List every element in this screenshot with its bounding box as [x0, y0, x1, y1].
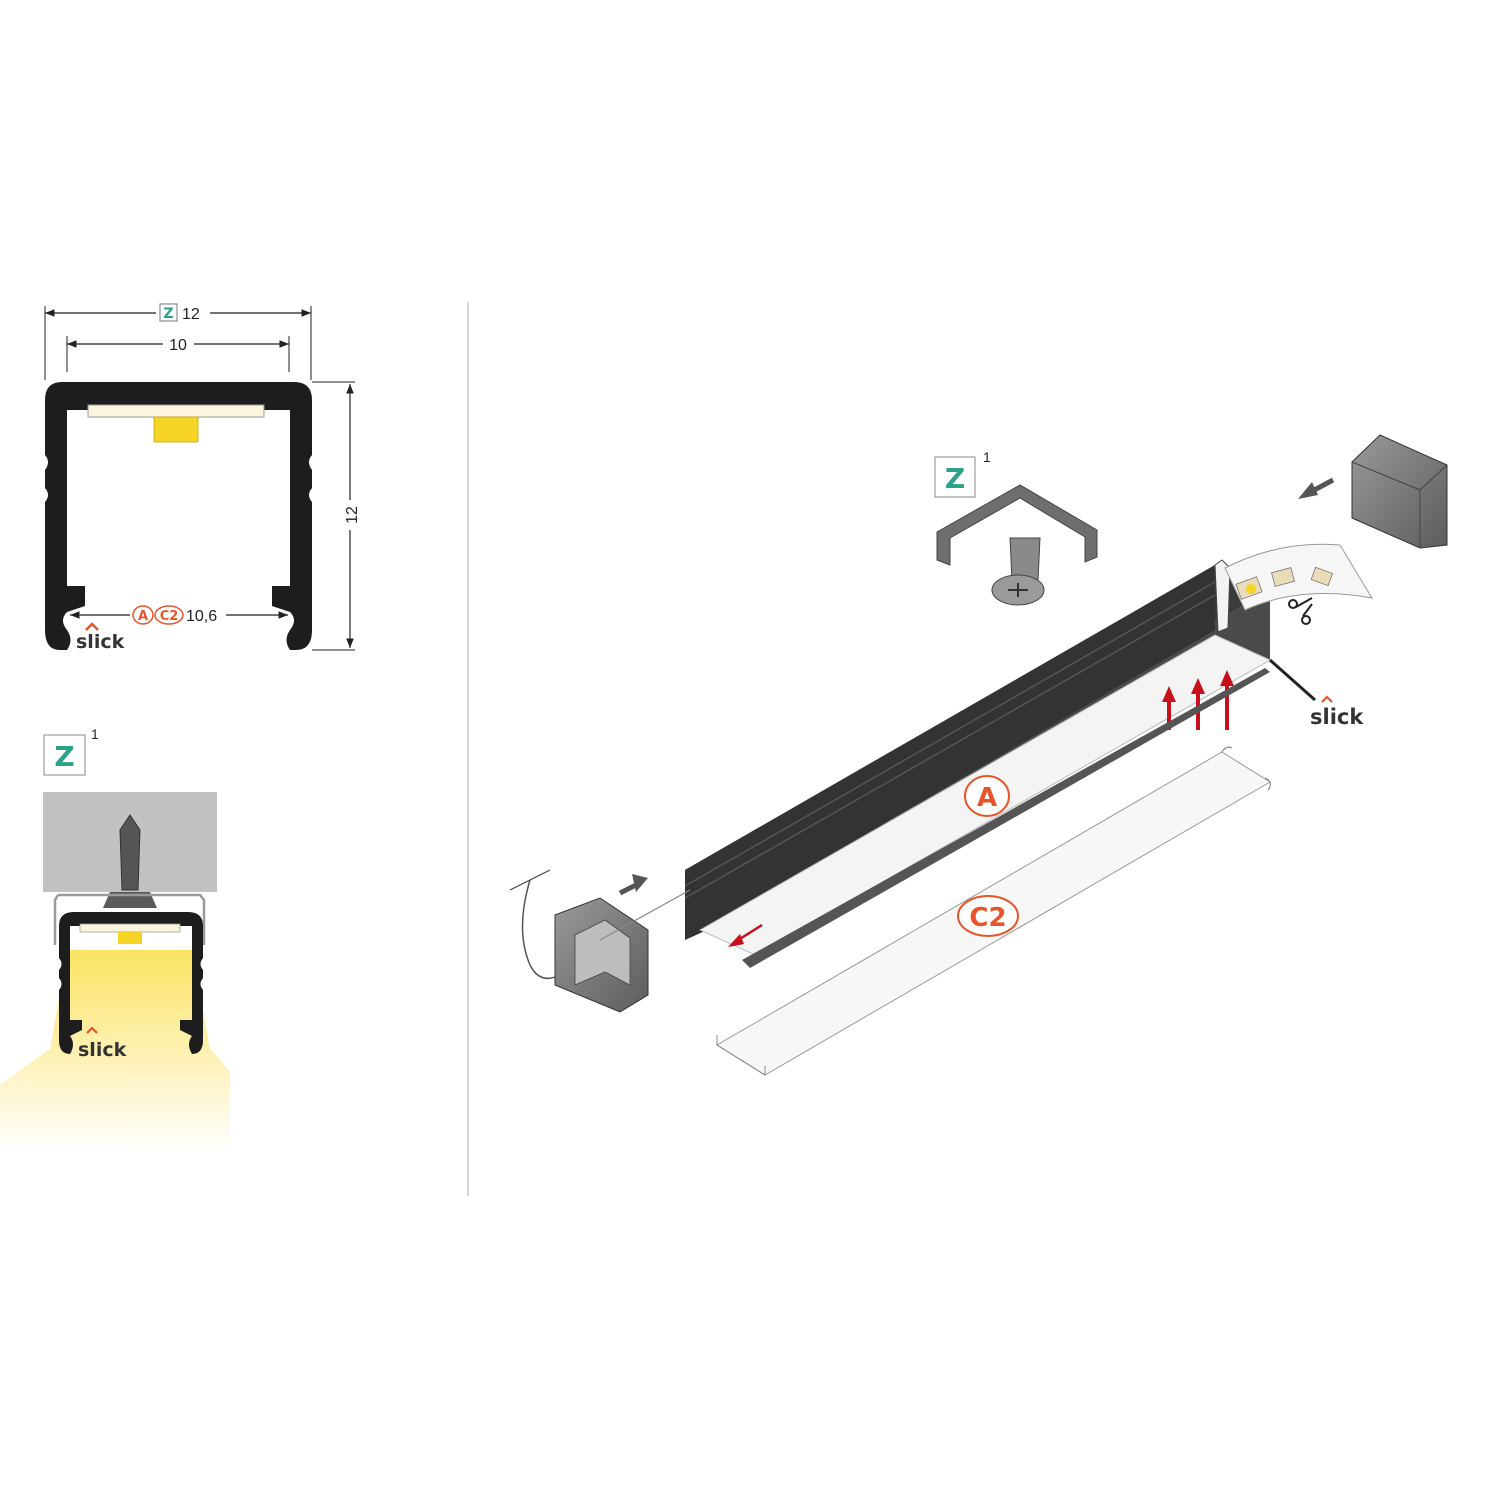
mounted-led-strip: [79, 923, 181, 933]
profile-cross-section: [45, 382, 312, 650]
height-dimension: 12: [312, 381, 361, 651]
rail-strip: [742, 668, 1270, 968]
mount-detail: Z 1 slick: [0, 726, 230, 1150]
brand-mark-icon: [85, 622, 99, 631]
mount-clip-qty: 1: [91, 726, 99, 742]
exploded-clip-qty: 1: [983, 449, 991, 465]
height-label: 12: [344, 506, 361, 524]
brand-pointer-line: [1269, 658, 1316, 702]
led-strip: [87, 404, 265, 418]
scissors-icon: [1288, 597, 1313, 625]
exploded-brand: slick: [1310, 705, 1364, 729]
exploded-clip-tag: Z: [945, 462, 965, 495]
end-cap-right: [1298, 434, 1448, 549]
z-tag: Z: [163, 306, 173, 322]
exploded-clip-tag-box: [934, 456, 976, 498]
opening-tag-a: A: [138, 609, 148, 624]
led-strip-3d: slick: [1224, 543, 1373, 729]
end-cap-left: [509, 869, 691, 1013]
screw-icon: [119, 814, 141, 891]
mounting-clip-3d: [936, 484, 1098, 606]
outer-width-dimension: Z 12: [44, 303, 312, 380]
mount-clip-tag-box: [43, 734, 86, 776]
outer-width-label: 12: [182, 306, 200, 323]
cross-section: Z 12 10 12 A: [44, 303, 361, 653]
cross-section-brand: slick: [76, 631, 125, 653]
mounted-led-chip: [118, 932, 142, 944]
profile-tag-circle: [964, 775, 1010, 817]
light-beam-outer: [0, 1050, 230, 1150]
opening-tag-c2: C2: [160, 609, 179, 624]
diffuser-tag: C2: [969, 903, 1006, 933]
exploded-brand-mark-icon: [1321, 695, 1333, 703]
led-chip: [153, 416, 199, 443]
power-cable: [521, 879, 561, 980]
mount-detail-brand: slick: [78, 1039, 127, 1061]
inner-width-label: 10: [169, 337, 187, 354]
exploded-view: Z 1: [509, 434, 1448, 1076]
inner-width-dimension: 10: [66, 336, 290, 372]
clip-screw-shaft: [1009, 537, 1041, 581]
mount-brand-mark-icon: [86, 1026, 98, 1034]
profile-tag: A: [977, 783, 997, 813]
mounting-clip: [53, 893, 206, 945]
diffuser-tag-circle: [957, 895, 1019, 937]
opening-width-dimension: A C2 10,6: [70, 605, 288, 625]
z-tag-box: [159, 303, 178, 322]
led-chip-3d: [1246, 584, 1256, 594]
mount-clip-tag: Z: [54, 740, 74, 773]
opening-width-label: 10,6: [186, 608, 217, 625]
slide-arrow-icon: [728, 934, 744, 947]
